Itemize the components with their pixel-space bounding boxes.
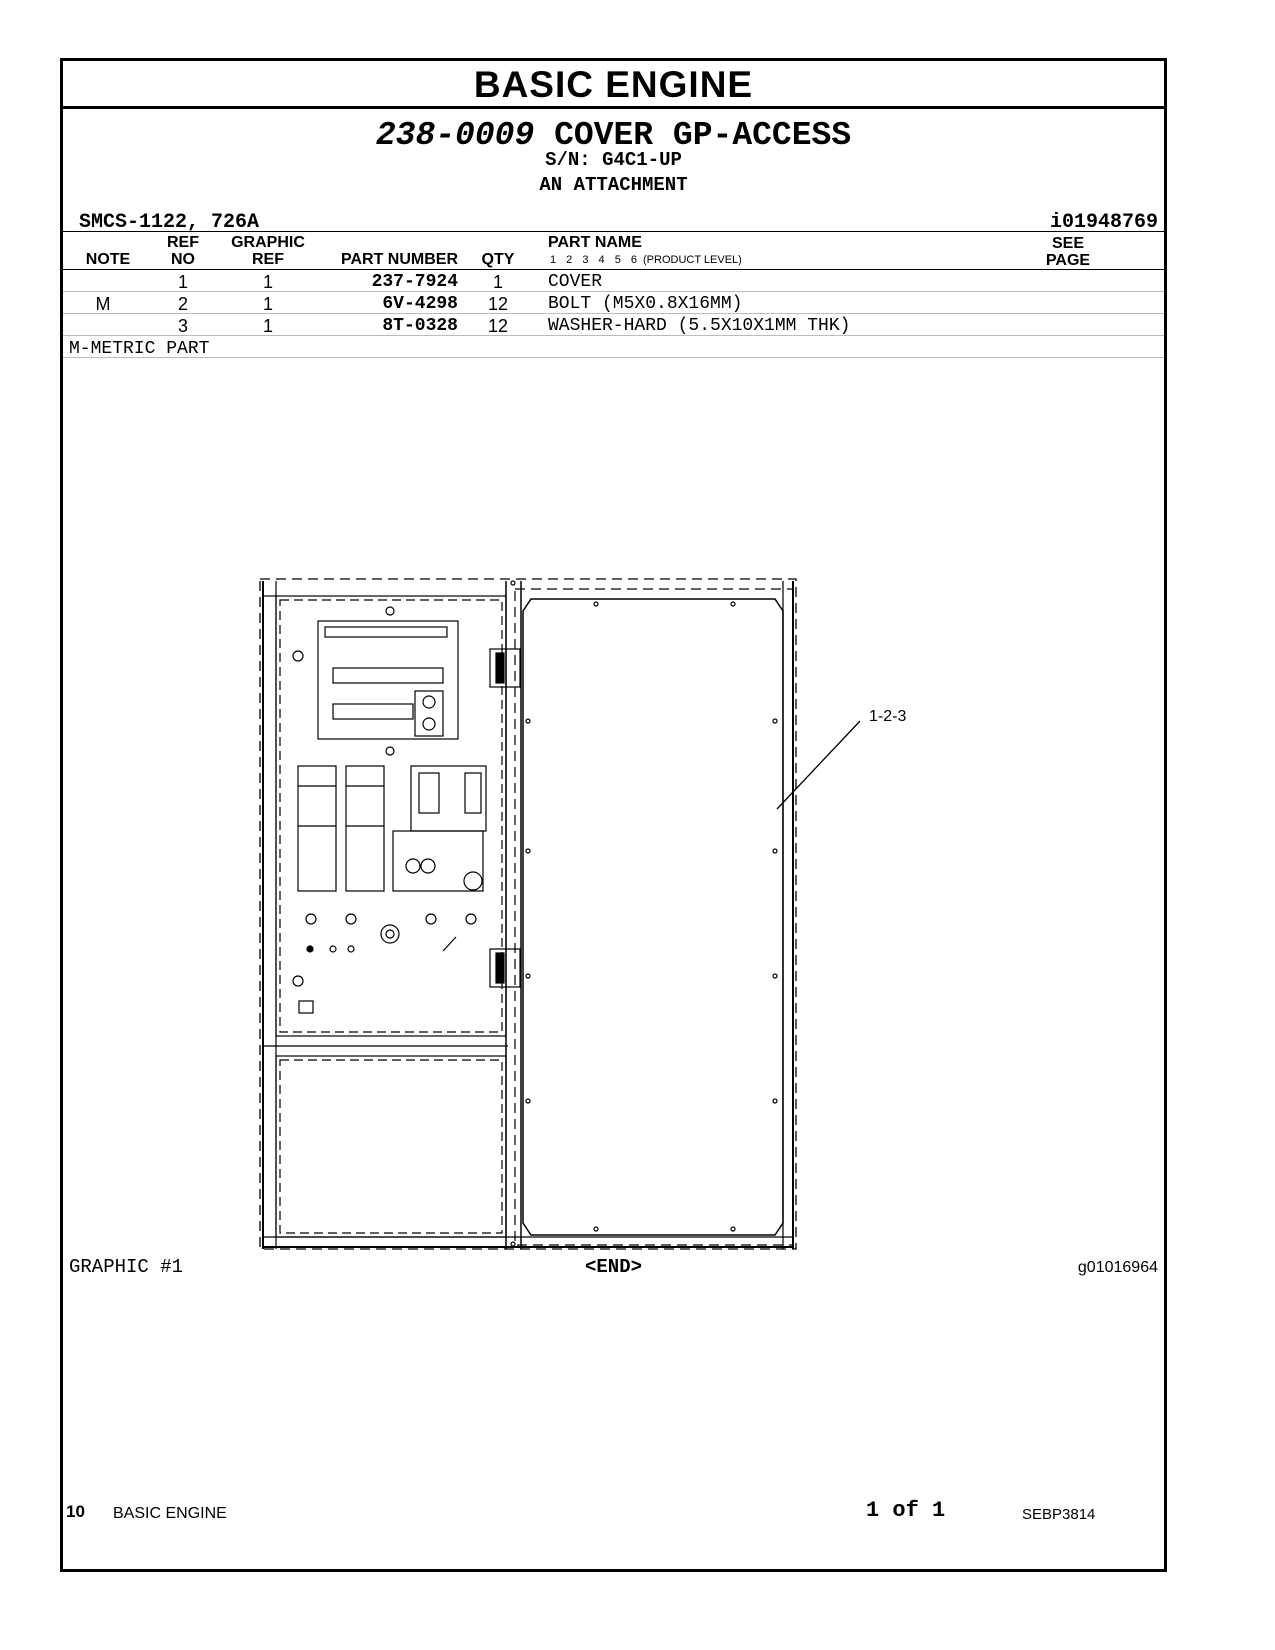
access-cover-drawing: 1-2-3 (259, 578, 906, 1250)
part-name: BOLT (M5X0.8X16MM) (548, 294, 743, 314)
graphic-id: g01016964 (1077, 1259, 1158, 1276)
page-of: 1 of 1 (866, 1498, 946, 1523)
part-number: 8T-0328 (382, 316, 458, 336)
metric-footnote: M-METRIC PART (69, 339, 210, 359)
footer-section: BASIC ENGINE (113, 1505, 227, 1522)
serial-number: S/N: G4C1-UP (545, 149, 682, 171)
callout-label: 1-2-3 (869, 708, 906, 725)
col-part-name: PART NAME (548, 234, 642, 251)
section-title: BASIC ENGINE (63, 61, 1164, 109)
col-qty: QTY (481, 251, 515, 268)
col-note: NOTE (85, 251, 131, 268)
page-number: 10 (66, 1502, 85, 1521)
info-id: i01948769 (1049, 211, 1158, 234)
part-number: 6V-4298 (382, 294, 458, 314)
part-name: COVER (548, 272, 603, 292)
parts-page-frame: BASIC ENGINE 238-0009 COVER GP-ACCESS S/… (60, 58, 1167, 1572)
group-title: 238-0009 COVER GP-ACCESS (63, 117, 1164, 154)
product-levels: 1 2 3 4 5 6(PRODUCT LEVEL) (550, 254, 742, 266)
doc-id: SEBP3814 (1022, 1506, 1096, 1523)
group-number: 238-0009 (375, 117, 535, 154)
smcs-code: SMCS-1122, 726A (79, 211, 260, 234)
graphic-label: GRAPHIC #1 (69, 1256, 184, 1278)
table-top-rule (63, 231, 1164, 232)
part-name: WASHER-HARD (5.5X10X1MM THK) (548, 316, 851, 336)
part-number: 237-7924 (371, 272, 458, 292)
col-part-number: PART NUMBER (340, 251, 458, 268)
group-name: COVER GP-ACCESS (554, 117, 852, 154)
header-rule (63, 269, 1164, 270)
end-marker: <END> (584, 1256, 642, 1278)
attachment-label: AN ATTACHMENT (539, 174, 688, 196)
